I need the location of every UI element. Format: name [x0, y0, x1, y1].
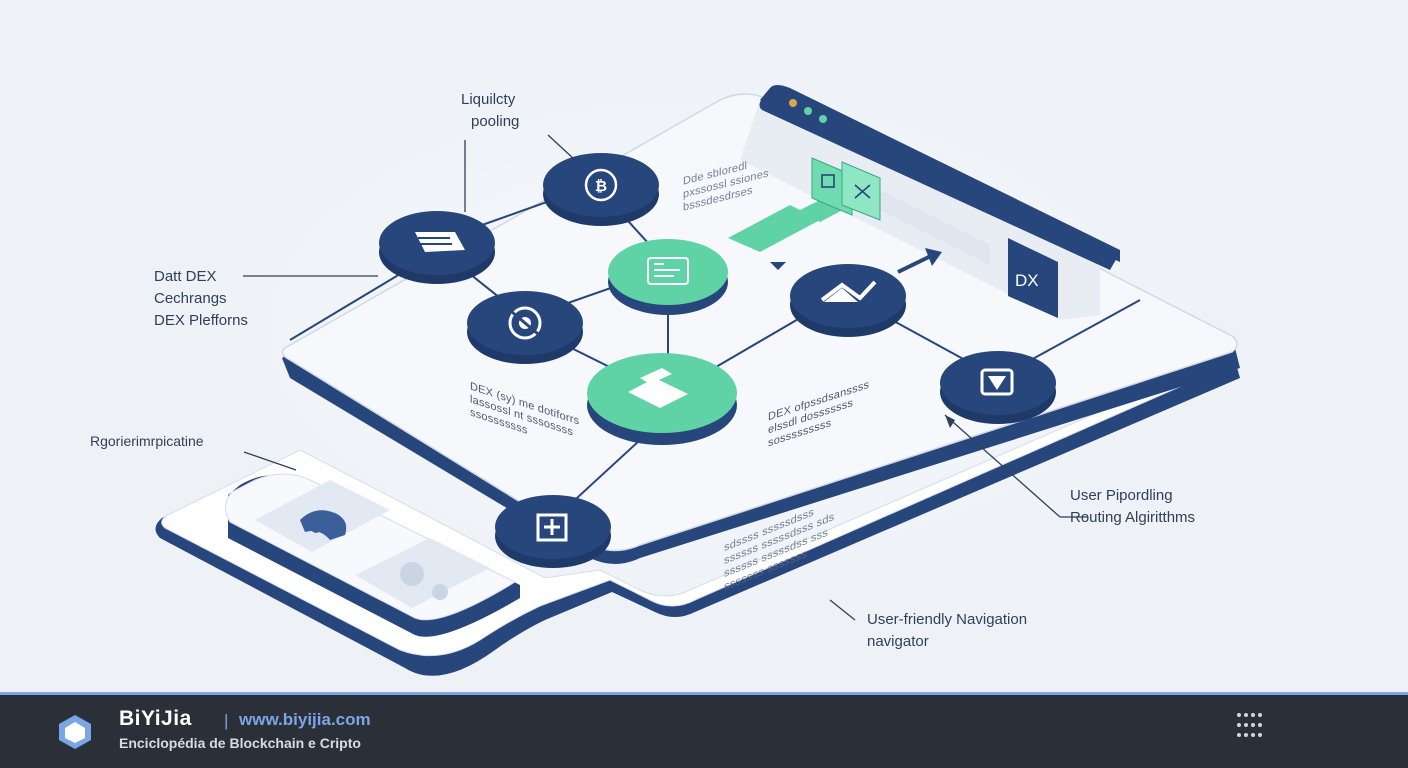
label-dex-line3: DEX Plefforns [154, 312, 248, 329]
node-diamond [940, 351, 1056, 424]
main-platform [281, 93, 1240, 564]
footer-bar: BiYiJia | www.biyijia.com Enciclopédia d… [0, 692, 1408, 768]
site-url-link[interactable]: www.biyijia.com [239, 710, 371, 729]
diagram-stage: ₿ [80, 0, 1320, 676]
node-folder [587, 353, 737, 445]
label-liquidity: Liquilcty pooling [461, 89, 519, 133]
label-nav-line1: User-friendly Navigation [867, 611, 1028, 628]
puzzle-icon [536, 513, 568, 542]
node-qr [608, 239, 728, 315]
label-liquidity-line1: Liquilcty [461, 91, 516, 108]
node-bitcoin: ₿ [543, 153, 659, 226]
label-dex-line1: Datt DEX [154, 268, 217, 285]
label-regional: Rgorierimrpicatine [90, 433, 204, 449]
cube-logo-icon [59, 715, 91, 749]
target-icon [508, 306, 542, 340]
grid-menu-icon[interactable] [1235, 711, 1267, 743]
label-user-routing: User Pipordling Routing Algiritthms [1070, 485, 1195, 529]
node-exchange [790, 264, 906, 337]
label-liquidity-line2: pooling [471, 113, 520, 130]
settings-icon [400, 562, 448, 600]
tagline: Enciclopédia de Blockchain e Cripto [119, 735, 361, 751]
leader-lines [243, 134, 1088, 621]
dx-screen-label: DX [1015, 271, 1039, 290]
node-doc [379, 211, 495, 284]
dx-screen [1008, 238, 1058, 318]
window-dot-2 [804, 107, 812, 115]
node-puzzle [495, 495, 611, 568]
qr-icon [647, 257, 689, 285]
label-dex-line2: Cechrangs [154, 290, 227, 307]
isometric-platform-diagram: ₿ [80, 0, 1320, 676]
teal-connector [728, 157, 881, 270]
window-dot-3 [819, 115, 827, 123]
diamond-icon [980, 368, 1014, 396]
brand-name: BiYiJia [119, 707, 192, 730]
inset-panel [225, 473, 520, 637]
label-dex-platforms: Datt DEX Cechrangs DEX Plefforns [154, 266, 248, 332]
brand-separator: | [224, 711, 229, 730]
swap-icon [820, 280, 877, 302]
folder-icon [628, 378, 688, 408]
label-routing-line2: Routing Algiritthms [1070, 509, 1196, 526]
browser-panel [740, 85, 1120, 320]
node-target [467, 291, 583, 364]
label-navigation: User-friendly Navigation navigator [867, 609, 1027, 653]
bitcoin-icon [584, 168, 618, 202]
label-routing-line1: User Pipordling [1070, 487, 1173, 504]
label-nav-line2: navigator [867, 633, 929, 650]
svg-text:₿: ₿ [595, 177, 607, 195]
gear-icon [300, 510, 347, 540]
window-dot-1 [789, 99, 797, 107]
